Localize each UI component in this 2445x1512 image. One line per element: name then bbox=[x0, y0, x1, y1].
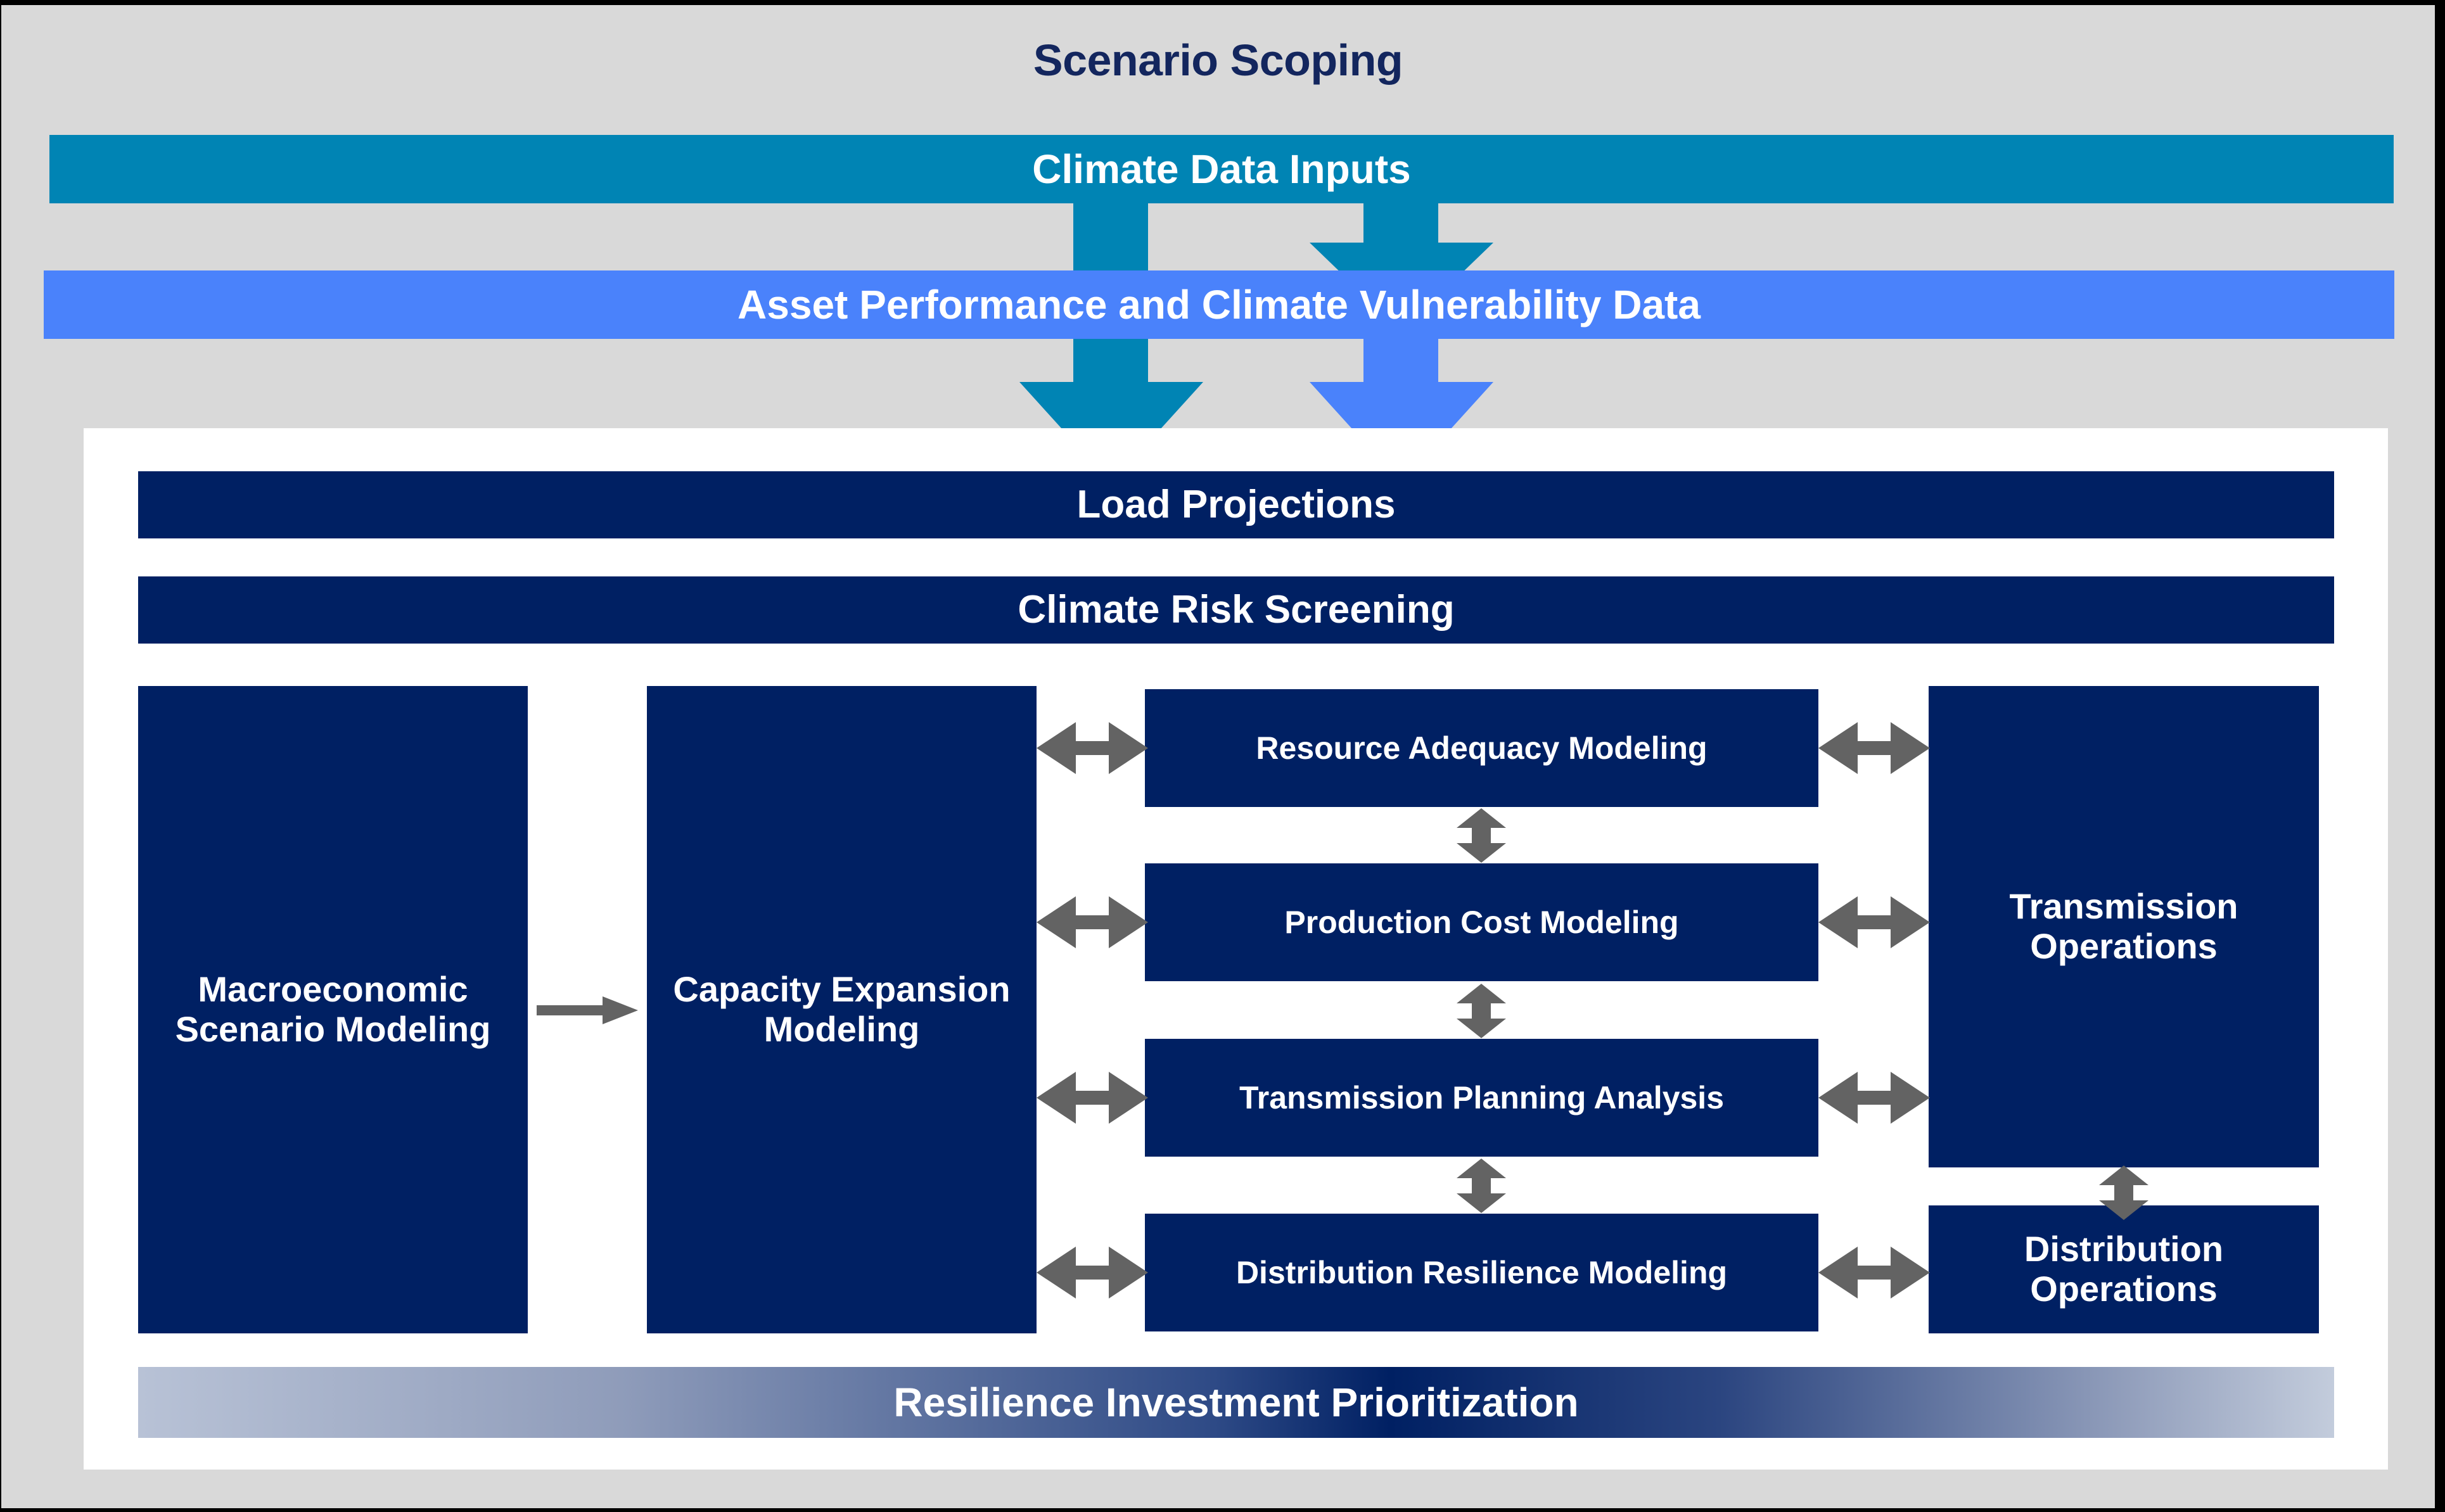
distribution-operations-box[interactable]: Distribution Operations bbox=[1929, 1205, 2319, 1333]
climate-data-down-arrow-shaft-left-lower bbox=[1073, 339, 1148, 390]
double-arrow-vertical-icon bbox=[1457, 1159, 1506, 1213]
climate-risk-screening-bar[interactable]: Climate Risk Screening bbox=[138, 576, 2334, 644]
double-arrow-horizontal-icon bbox=[1818, 896, 1930, 948]
double-arrow-vertical-icon bbox=[1457, 984, 1506, 1038]
right-arrow-icon bbox=[537, 996, 638, 1024]
double-arrow-horizontal-icon bbox=[1818, 1247, 1930, 1299]
resilience-investment-prioritization-bar[interactable]: Resilience Investment Prioritization bbox=[138, 1367, 2334, 1438]
distribution-resilience-modeling-box[interactable]: Distribution Resilience Modeling bbox=[1145, 1214, 1818, 1331]
double-arrow-horizontal-icon bbox=[1037, 1247, 1148, 1299]
double-arrow-horizontal-icon bbox=[1037, 896, 1148, 948]
load-projections-bar[interactable]: Load Projections bbox=[138, 471, 2334, 538]
double-arrow-horizontal-icon bbox=[1818, 1072, 1930, 1124]
asset-performance-climate-vulnerability-bar[interactable]: Asset Performance and Climate Vulnerabil… bbox=[44, 270, 2394, 339]
transmission-operations-box[interactable]: Transmission Operations bbox=[1929, 686, 2319, 1167]
climate-data-inputs-bar[interactable]: Climate Data Inputs bbox=[49, 135, 2394, 203]
double-arrow-horizontal-icon bbox=[1818, 722, 1930, 774]
page-title: Scenario Scoping bbox=[1033, 35, 1403, 85]
double-arrow-horizontal-icon bbox=[1037, 722, 1148, 774]
double-arrow-horizontal-icon bbox=[1037, 1072, 1148, 1124]
double-arrow-vertical-icon bbox=[1457, 808, 1506, 863]
production-cost-modeling-box[interactable]: Production Cost Modeling bbox=[1145, 863, 1818, 981]
asset-performance-down-arrow-shaft bbox=[1363, 339, 1438, 390]
double-arrow-vertical-icon bbox=[2099, 1166, 2148, 1220]
resource-adequacy-modeling-box[interactable]: Resource Adequacy Modeling bbox=[1145, 689, 1818, 807]
transmission-planning-analysis-box[interactable]: Transmission Planning Analysis bbox=[1145, 1039, 1818, 1157]
capacity-expansion-modeling-box[interactable]: Capacity Expansion Modeling bbox=[647, 686, 1037, 1333]
macroeconomic-scenario-modeling-box[interactable]: Macroeconomic Scenario Modeling bbox=[138, 686, 528, 1333]
